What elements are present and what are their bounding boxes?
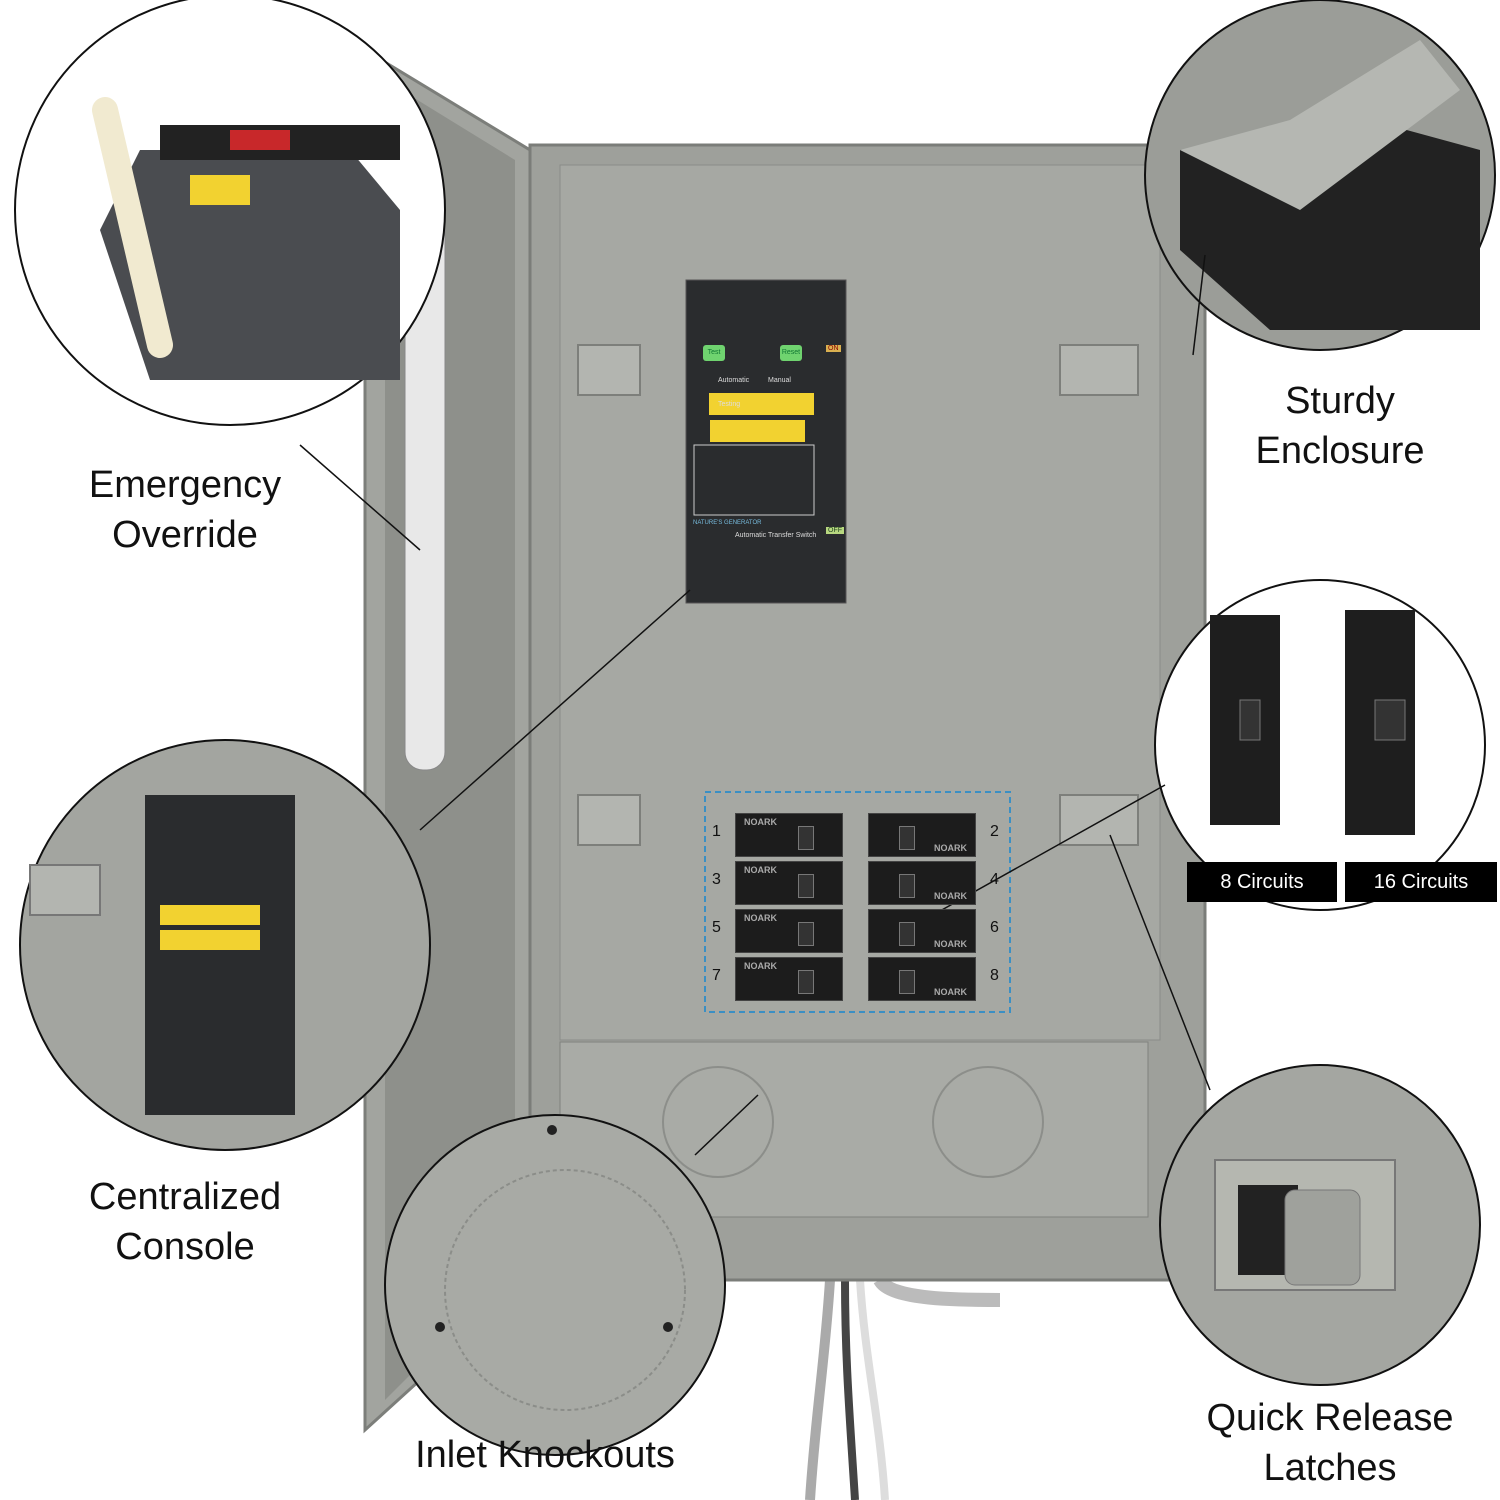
breaker: NOARK: [735, 957, 843, 1001]
centralized-console-label: Centralized Console: [35, 1172, 335, 1272]
testing-label: Testing: [718, 401, 741, 408]
automatic-label: Automatic: [718, 377, 750, 384]
manual-label: Manual: [768, 377, 791, 384]
breaker: NOARK: [735, 861, 843, 905]
reset-button: Reset: [780, 345, 802, 361]
knockout: [932, 1066, 1044, 1178]
circuit-number: 5: [712, 919, 721, 936]
knockout: [662, 1066, 774, 1178]
label-line: Enclosure: [1255, 430, 1425, 472]
knockout-closeup: [435, 1125, 686, 1411]
latch-closeup: [1214, 1159, 1396, 1291]
enclosure-corner: [1180, 40, 1480, 330]
quick-release-latches-label: Quick Release Latches: [1160, 1393, 1500, 1493]
label-line: Console: [115, 1226, 255, 1268]
breaker: NOARK: [735, 813, 843, 857]
wires: [805, 1275, 1001, 1500]
label-line: Sturdy: [1285, 380, 1395, 422]
circuit-number: 3: [712, 871, 721, 888]
label-line: Override: [112, 514, 258, 556]
console-brand: NATURE'S GENERATOR: [693, 520, 762, 526]
circuit-number: 2: [990, 823, 999, 840]
8-circuits-badge: 8 Circuits: [1187, 862, 1337, 902]
emergency-override-label: Emergency Override: [35, 460, 335, 560]
breaker: NOARK: [868, 909, 976, 953]
on-indicator: ON: [826, 345, 841, 352]
transfer-switch-mechanism: [92, 97, 400, 380]
breaker-area-outline: [704, 791, 1011, 1013]
label-line: Latches: [1263, 1447, 1397, 1489]
dead-front-panel: [559, 164, 1161, 1041]
latches: [577, 344, 1139, 846]
circuit-number: 8: [990, 967, 999, 984]
circuit-number: 7: [712, 967, 721, 984]
breaker: NOARK: [868, 813, 976, 857]
label-line: Quick Release: [1206, 1397, 1454, 1439]
console-closeup: [29, 795, 295, 1115]
label-line: Emergency: [88, 464, 282, 506]
inlet-knockouts-label: Inlet Knockouts: [415, 1434, 675, 1476]
circuit-number: 4: [990, 871, 999, 888]
off-indicator: OFF: [826, 527, 844, 534]
circuit-number: 6: [990, 919, 999, 936]
circuit-number: 1: [712, 823, 721, 840]
test-button: Test: [703, 345, 725, 361]
16-circuits-badge: 16 Circuits: [1345, 862, 1497, 902]
breaker: NOARK: [868, 957, 976, 1001]
sturdy-enclosure-label: Sturdy Enclosure: [1190, 376, 1490, 476]
breaker: NOARK: [868, 861, 976, 905]
label-line: Centralized: [88, 1176, 282, 1218]
console-title: Automatic Transfer Switch: [735, 532, 817, 539]
breaker: NOARK: [735, 909, 843, 953]
breaker-photos: [1210, 610, 1415, 835]
